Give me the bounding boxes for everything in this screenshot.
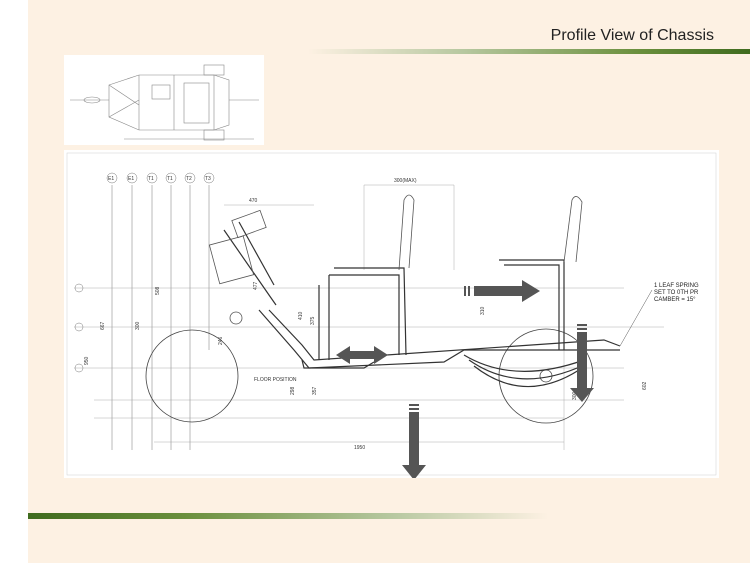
station-label: T2 <box>186 176 192 182</box>
dimension-label: 950 <box>84 356 90 365</box>
rear-seat-back <box>563 196 583 263</box>
dimension-label: 300 <box>135 321 141 330</box>
dimension-label: 667 <box>100 321 106 330</box>
dimension-label: 477 <box>253 281 259 290</box>
dimension-label: 300 <box>572 391 578 400</box>
slide-title: Profile View of Chassis <box>550 27 714 44</box>
slide: Profile View of Chassis <box>28 0 750 563</box>
dimension-label: 300(MAX) <box>394 178 417 184</box>
station-label: T1 <box>148 176 154 182</box>
dimension-label: 357 <box>312 386 318 395</box>
station-label: T1 <box>167 176 173 182</box>
down-arrow-right <box>570 332 594 402</box>
dimension-label: 508 <box>155 286 161 295</box>
right-arrow <box>474 280 540 302</box>
double-arrow <box>336 346 388 364</box>
station-label: E1 <box>128 176 134 182</box>
dimension-label: 310 <box>480 306 486 315</box>
front-seat-back <box>398 194 415 271</box>
station-label: E1 <box>108 176 114 182</box>
dimension-label: 410 <box>298 311 304 320</box>
floor-position-label: FLOOR POSITION <box>254 377 297 383</box>
dimension-label: 375 <box>310 316 316 325</box>
title-underline <box>308 49 750 54</box>
dimension-label: 470 <box>249 198 258 204</box>
indicator-arrows <box>336 280 594 478</box>
plan-view-thumbnail <box>64 55 264 145</box>
plan-view-sketch <box>70 64 259 141</box>
rear-wheel <box>498 328 594 424</box>
chassis-profile-svg: E1 E1 T1 T1 T2 T3 300(MAX) <box>66 152 717 478</box>
chassis-profile-drawing: E1 E1 T1 T1 T2 T3 300(MAX) <box>64 150 719 478</box>
overall-length-label: 1950 <box>354 445 365 451</box>
spring-note-line: SET TO 0TH PR <box>654 290 699 296</box>
spring-note-line: CAMBER = 15° <box>654 297 696 303</box>
footer-rule <box>28 513 548 519</box>
front-wheel <box>145 329 239 423</box>
spring-note-line: 1 LEAF SPRING <box>654 283 699 289</box>
dimension-label: 602 <box>642 381 648 390</box>
down-arrow-center <box>402 412 426 478</box>
station-label: T3 <box>205 176 211 182</box>
dimension-label: 298 <box>290 386 296 395</box>
